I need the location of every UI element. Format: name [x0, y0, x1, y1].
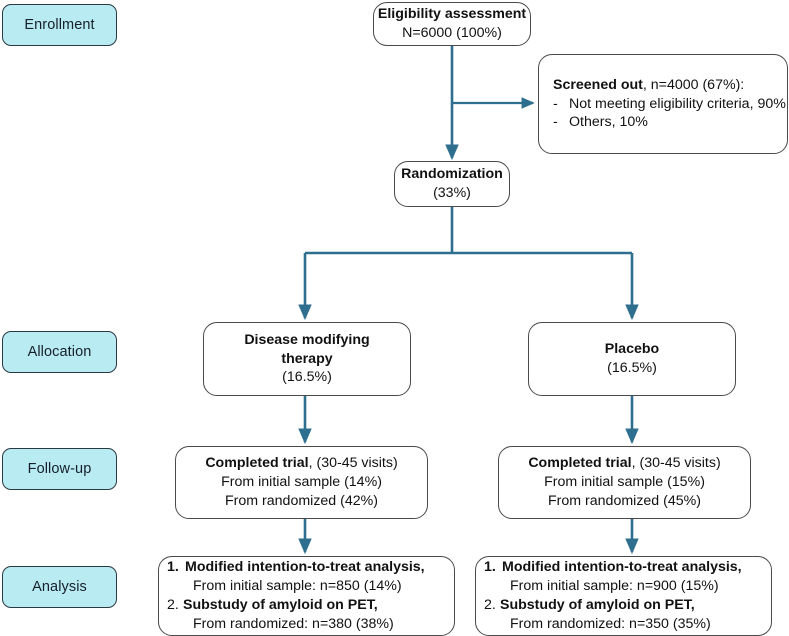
followup-right-initial: From initial sample (15%): [544, 474, 705, 491]
analysis-left-item-1-title: Modified intention-to-treat analysis,: [185, 559, 425, 576]
analysis-left-item-1-detail: From initial sample: n=850 (14%): [193, 578, 402, 595]
node-randomization: Randomization (33%): [394, 161, 510, 207]
placebo-title: Placebo: [604, 341, 660, 358]
analysis-left-item-2: 2. Substudy of amyloid on PET,: [167, 596, 378, 615]
dash-icon: -: [553, 114, 558, 131]
node-analysis-dmt: 1. Modified intention-to-treat analysis,…: [158, 556, 455, 636]
node-followup-dmt: Completed trial, (30-45 visits) From ini…: [175, 446, 428, 519]
analysis-right-item-2-number: 2.: [484, 597, 496, 613]
followup-left-initial: From initial sample (14%): [221, 474, 382, 491]
node-placebo: Placebo (16.5%): [528, 322, 736, 396]
dash-icon: -: [553, 95, 558, 112]
followup-right-title: Completed trial: [528, 455, 632, 472]
analysis-right-item-1-detail: From initial sample: n=900 (15%): [510, 578, 719, 595]
stage-label-allocation-text: Allocation: [27, 344, 92, 360]
followup-left-title: Completed trial: [205, 455, 309, 472]
dmt-title-line1: Disease modifying: [244, 331, 370, 348]
analysis-right-item-2-detail: From randomized: n=350 (35%): [510, 615, 711, 632]
node-followup-placebo: Completed trial, (30-45 visits) From ini…: [498, 446, 751, 519]
analysis-left-item-1-number: 1.: [167, 559, 179, 576]
followup-left-visits: , (30-45 visits): [308, 455, 398, 472]
analysis-left-item-2-title: Substudy of amyloid on PET,: [183, 597, 378, 613]
screened-out-title: Screened out: [553, 76, 643, 93]
screened-out-reason-2: - Others, 10%: [553, 113, 648, 132]
followup-right-randomized: From randomized (45%): [548, 492, 701, 509]
analysis-left-item-2-detail: From randomized: n=380 (38%): [193, 615, 394, 632]
analysis-right-item-2-title: Substudy of amyloid on PET,: [500, 597, 695, 613]
followup-right-heading: Completed trial, (30-45 visits): [528, 454, 720, 473]
analysis-right-item-1-title: Modified intention-to-treat analysis,: [502, 559, 742, 576]
stage-label-analysis-text: Analysis: [32, 579, 87, 595]
analysis-right-item-1-number: 1.: [484, 559, 496, 576]
screened-out-reason-1-text: Not meeting eligibility criteria, 90%: [569, 95, 786, 112]
node-screened-out: Screened out, n=4000 (67%): - Not meetin…: [538, 54, 788, 154]
followup-left-heading: Completed trial, (30-45 visits): [205, 454, 397, 473]
eligibility-title: Eligibility assessment: [377, 6, 527, 23]
analysis-left-item-2-number: 2.: [167, 597, 179, 613]
randomization-pct: (33%): [433, 185, 471, 201]
screened-out-heading: Screened out, n=4000 (67%):: [553, 76, 744, 95]
screened-out-reason-1: - Not meeting eligibility criteria, 90%: [553, 95, 786, 114]
dmt-title-line2: therapy: [281, 350, 333, 367]
analysis-left-item-1: 1. Modified intention-to-treat analysis,: [167, 558, 425, 577]
node-disease-modifying-therapy: Disease modifying therapy (16.5%): [203, 322, 411, 396]
screened-out-count: , n=4000 (67%):: [642, 76, 745, 93]
stage-label-allocation: Allocation: [2, 331, 117, 373]
randomization-title: Randomization: [401, 166, 503, 183]
analysis-right-item-1: 1. Modified intention-to-treat analysis,: [484, 558, 742, 577]
stage-label-enrollment-text: Enrollment: [24, 17, 95, 33]
dmt-pct: (16.5%): [282, 369, 332, 386]
analysis-right-item-2: 2. Substudy of amyloid on PET,: [484, 596, 695, 615]
screened-out-reason-2-text: Others, 10%: [569, 114, 648, 131]
placebo-pct: (16.5%): [607, 360, 657, 376]
node-eligibility-assessment: Eligibility assessment N=6000 (100%): [373, 2, 531, 46]
followup-right-visits: , (30-45 visits): [631, 455, 721, 472]
stage-label-followup: Follow-up: [2, 448, 117, 490]
stage-label-analysis: Analysis: [2, 566, 117, 608]
stage-label-followup-text: Follow-up: [27, 461, 92, 477]
eligibility-count: N=6000 (100%): [402, 25, 502, 41]
node-analysis-placebo: 1. Modified intention-to-treat analysis,…: [475, 556, 772, 636]
followup-left-randomized: From randomized (42%): [225, 492, 378, 509]
stage-label-enrollment: Enrollment: [2, 4, 117, 46]
